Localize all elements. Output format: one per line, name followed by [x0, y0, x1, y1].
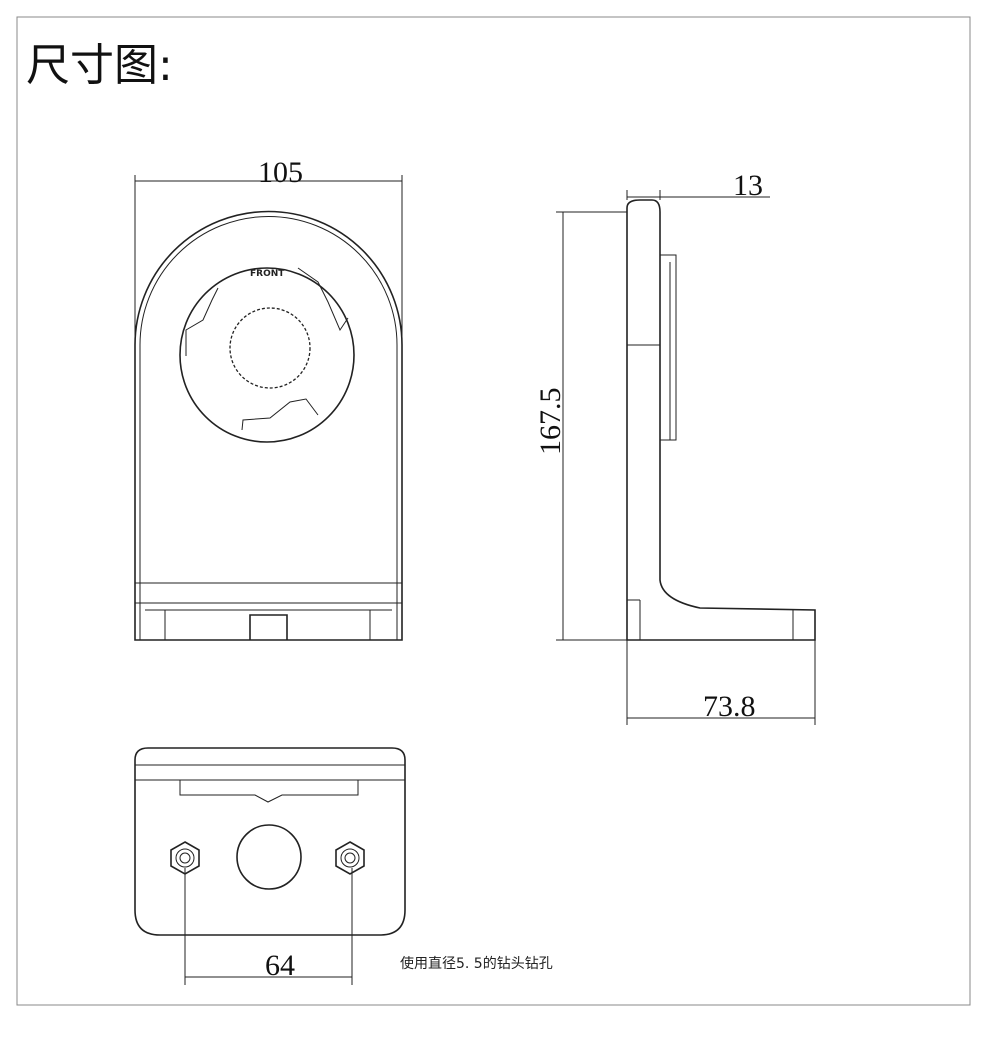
width-dimension: 105: [258, 156, 303, 189]
depth-dimension: 73.8: [703, 690, 756, 723]
drill-note: 使用直径5. 5的钻头钻孔: [400, 955, 553, 972]
bottom-view: 64 使用直径5. 5的钻头钻孔: [134, 747, 553, 985]
frame-border: [16, 16, 971, 1006]
screw-hole-right: [335, 841, 365, 875]
side-view: 13 167.5 73.8: [534, 169, 816, 725]
front-label: FRONT: [250, 269, 285, 279]
hole-spacing-dimension: 64: [265, 949, 295, 982]
height-dimension: 167.5: [534, 388, 567, 456]
front-view: FRONT 105: [134, 156, 403, 641]
page-title: 尺寸图:: [26, 40, 173, 91]
thickness-dimension: 13: [733, 169, 763, 202]
